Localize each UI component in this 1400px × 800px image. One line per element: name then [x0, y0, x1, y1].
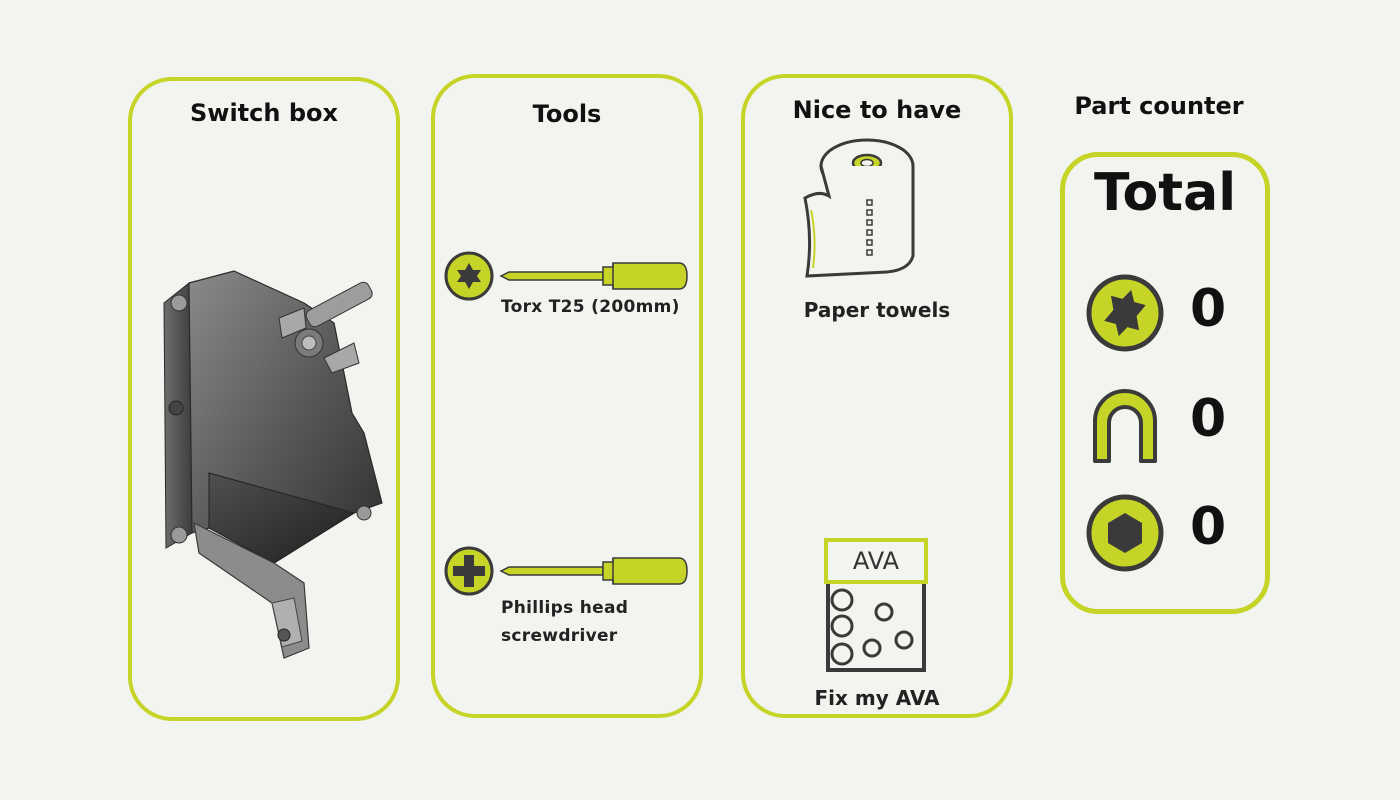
hex-screw-icon — [1086, 494, 1164, 572]
u-clip-icon — [1093, 389, 1157, 463]
switch-box-panel: Switch box — [128, 77, 400, 721]
torx-screwdriver-label: Torx T25 (200mm) — [501, 297, 680, 317]
torx-screwdriver-icon — [444, 251, 688, 301]
hex-screw-count: 0 — [1190, 497, 1227, 557]
tools-title: Tools — [532, 100, 602, 128]
switch-box-title: Switch box — [190, 99, 338, 127]
nice-to-have-panel: Nice to have Paper towels — [741, 74, 1013, 718]
phillips-screwdriver-icon — [444, 546, 688, 596]
switch-box-image — [163, 270, 383, 659]
ava-bin-icon — [824, 538, 928, 672]
paper-towel-roll-icon — [803, 138, 915, 278]
u-clip-count: 0 — [1190, 389, 1227, 449]
fix-my-ava-icon: AVA — [824, 538, 928, 672]
phillips-label-line2: screwdriver — [501, 626, 618, 646]
total-label: Total — [1093, 163, 1237, 223]
part-counter-heading: Part counter — [1074, 92, 1244, 120]
torx-screw-icon — [1086, 274, 1164, 352]
paper-towels-label: Paper towels — [803, 298, 951, 322]
ava-box-label: AVA — [852, 547, 900, 575]
phillips-label-line1: Phillips head — [501, 598, 629, 618]
fix-my-ava-label: Fix my AVA — [814, 686, 940, 710]
phillips-screwdriver-label: Phillips head screwdriver — [501, 594, 628, 650]
nice-to-have-title: Nice to have — [792, 96, 962, 124]
torx-screw-count: 0 — [1190, 279, 1227, 339]
part-counter-panel: Total 0 0 0 — [1060, 152, 1270, 614]
tools-panel: Tools Torx T25 (200mm) Phillips head scr… — [431, 74, 703, 718]
